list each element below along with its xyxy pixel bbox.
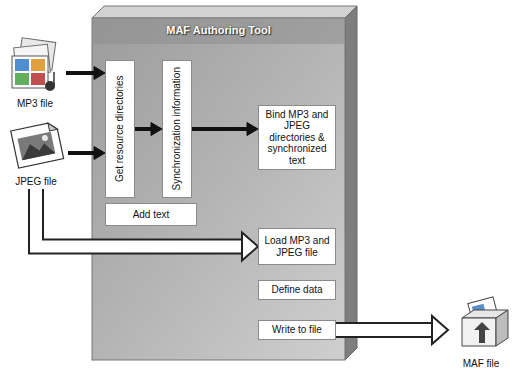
box-label: Get resource directories bbox=[114, 64, 126, 194]
authoring-tool: MAF Authoring ToolGet resource directori… bbox=[92, 18, 345, 360]
process-box: Bind MP3 and JPEG directories & synchron… bbox=[258, 105, 336, 170]
mp3-file: MP3 file bbox=[4, 36, 66, 110]
box-label: Write to file bbox=[272, 324, 322, 336]
box-front-face bbox=[92, 18, 345, 360]
box-label: Add text bbox=[133, 209, 170, 221]
process-box: Synchronization information bbox=[162, 60, 192, 198]
flow-arrow bbox=[68, 147, 105, 160]
box-label: Define data bbox=[271, 284, 322, 296]
file-label: MAF file bbox=[448, 358, 514, 370]
flow-arrow bbox=[135, 123, 162, 136]
file-label: JPEG file bbox=[4, 176, 68, 188]
hollow-arrow bbox=[336, 316, 448, 344]
flow-arrow bbox=[192, 123, 258, 136]
process-box: Add text bbox=[105, 203, 197, 226]
process-box: Write to file bbox=[258, 320, 336, 340]
file-label: MP3 file bbox=[4, 98, 66, 110]
box-title-band bbox=[92, 18, 345, 44]
box-side-face bbox=[345, 6, 357, 360]
process-box: Get resource directories bbox=[105, 60, 135, 198]
jpeg-icon bbox=[11, 121, 64, 168]
jpeg-file: JPEG file bbox=[4, 118, 68, 188]
process-box: Load MP3 and JPEG file bbox=[258, 228, 336, 265]
box-label: Synchronization information bbox=[171, 64, 183, 194]
box-label: Load MP3 and JPEG file bbox=[262, 235, 332, 258]
maf-icon bbox=[462, 297, 508, 346]
mp3-icon bbox=[12, 38, 56, 91]
box-label: Bind MP3 and JPEG directories & synchron… bbox=[262, 109, 332, 167]
process-box: Define data bbox=[258, 280, 336, 300]
tool-title: MAF Authoring Tool bbox=[92, 24, 345, 37]
hollow-arrow bbox=[36, 189, 258, 261]
flow-arrow bbox=[66, 67, 105, 80]
maf-file: MAF file bbox=[448, 296, 514, 370]
box-top-face bbox=[92, 6, 357, 18]
